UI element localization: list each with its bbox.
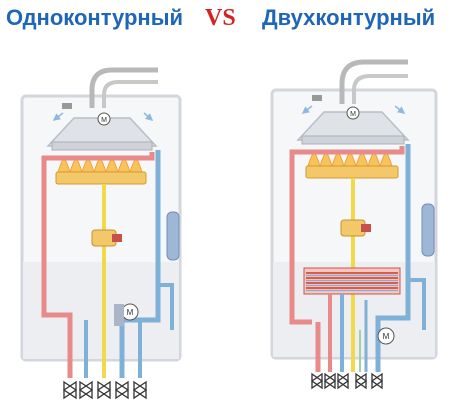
expansion-tank-icon — [421, 203, 435, 257]
flue-pipe — [339, 59, 408, 104]
versus-label: VS — [205, 5, 236, 31]
primary-heat-exchanger — [301, 135, 405, 145]
return-branch-pipe — [158, 283, 174, 330]
pressure-switch — [312, 95, 322, 101]
tap-valve-icon — [96, 380, 112, 400]
fan-motor-icon — [97, 112, 111, 126]
flue-pipe-outer — [102, 80, 158, 108]
single-circuit-boiler: M M — [20, 67, 182, 400]
fan-motor-icon — [346, 106, 360, 120]
pump-motor-icon — [377, 327, 395, 345]
arrow-icon — [143, 112, 154, 121]
flue-pipe-outer — [352, 74, 408, 104]
fan-motor-label: M — [101, 117, 107, 124]
flue-pipe — [89, 67, 158, 108]
gas-valve-coil — [361, 224, 371, 232]
expansion-tank-icon — [166, 211, 180, 261]
gas-valve-coil — [112, 234, 122, 242]
tap-valves — [62, 380, 148, 400]
double-circuit-boiler: M M — [270, 59, 438, 390]
fan-motor-label: M — [350, 111, 356, 118]
single-circuit-title: Одноконтурный — [6, 5, 184, 30]
dhw-plate-heat-exchanger — [303, 267, 401, 295]
pump-motor-label: M — [127, 308, 134, 317]
tap-valve-icon — [354, 372, 368, 390]
pump-body — [114, 304, 124, 326]
tap-valve-icon — [132, 380, 148, 400]
tap-valves — [310, 372, 384, 390]
arrow-icon — [301, 105, 313, 114]
tap-valve-icon — [310, 372, 324, 390]
double-circuit-title: Двухконтурный — [262, 5, 436, 30]
pressure-switch — [62, 103, 72, 109]
burner — [305, 165, 399, 179]
tap-valve-icon — [370, 372, 384, 390]
tap-valve-icon — [114, 380, 130, 400]
primary-heat-exchanger — [51, 141, 153, 151]
return-branch-pipe — [408, 278, 426, 330]
casing-lower-shade — [23, 262, 179, 359]
tap-valve-icon — [78, 380, 94, 400]
arrow-icon — [394, 105, 406, 114]
pump-motor-label: M — [383, 332, 390, 341]
tap-valve-icon — [336, 372, 350, 390]
heating-flow-pipe — [289, 146, 405, 325]
arrow-icon — [52, 112, 64, 121]
heating-flow-pipe — [41, 152, 155, 318]
heating-flow-pipe-down — [62, 312, 73, 378]
burner — [55, 171, 147, 185]
tap-valve-icon — [323, 372, 337, 390]
tap-valve-icon — [62, 380, 78, 400]
heating-return-pipe — [375, 144, 411, 372]
